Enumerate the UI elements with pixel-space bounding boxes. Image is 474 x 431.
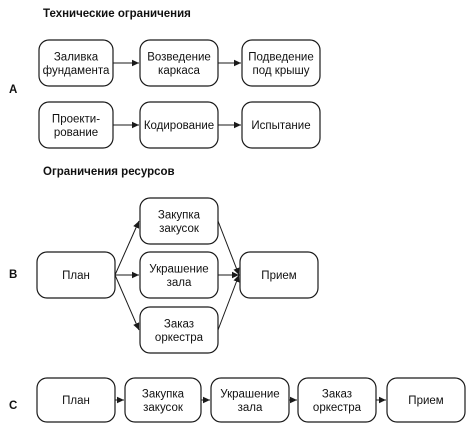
node-c-plan: План (36, 377, 116, 423)
edge-b-orchestra-to-b-reception (217, 274, 240, 331)
section-label-a: A (9, 84, 17, 96)
node-label: План (62, 270, 90, 282)
node-b-decor: Украшение зала (139, 251, 219, 299)
node-label: рование (54, 127, 98, 139)
node-box (139, 101, 219, 149)
node-a-foundation: Заливка фундамента (38, 39, 114, 87)
node-label: оркестра (313, 402, 362, 414)
node-label: Подведение (248, 51, 314, 63)
node-c-decor: Украшение зала (210, 377, 290, 423)
node-label: закусок (159, 223, 200, 235)
edge-b-snacks-to-b-reception (217, 220, 240, 276)
node-label: Прием (408, 395, 443, 407)
edge-b-plan-to-b-orchestra (114, 274, 140, 331)
node-label: каркаса (158, 65, 201, 77)
node-label: Украшение (149, 263, 208, 275)
edges-layer (113, 59, 386, 404)
node-box (38, 101, 114, 149)
section-label-b: B (9, 269, 17, 281)
node-a-design: Проекти-рование (38, 101, 114, 149)
node-a-roof: Подведение под крышу (241, 39, 321, 87)
node-label: Заказ (322, 388, 352, 400)
node-box (139, 306, 219, 354)
node-label: Заливка (54, 51, 99, 63)
node-c-snacks: Закупка закусок (124, 377, 202, 423)
node-label: Заказ (164, 318, 194, 330)
node-label: зала (238, 402, 263, 414)
node-a-testing: Испытание (241, 101, 321, 149)
heading-technical-constraints: Технические ограничения (43, 8, 191, 20)
node-box (386, 377, 466, 423)
node-a-frame: Возведение каркаса (139, 39, 219, 87)
node-label: Украшение (220, 388, 279, 400)
node-b-orchestra: Заказ оркестра (139, 306, 219, 354)
node-box (297, 377, 377, 423)
node-box (139, 251, 219, 299)
node-label: Закупка (158, 209, 201, 221)
node-box (210, 377, 290, 423)
node-label: Испытание (251, 120, 310, 132)
nodes-layer: Заливка фундамента Возведение каркаса Подвед… (36, 39, 466, 423)
node-a-coding: Кодирование (139, 101, 219, 149)
node-label: под крышу (253, 65, 310, 77)
node-box (241, 101, 321, 149)
node-c-orchestra: Заказ оркестра (297, 377, 377, 423)
node-b-reception: Прием (239, 251, 319, 299)
node-box (36, 377, 116, 423)
node-label: Закупка (142, 388, 185, 400)
node-box (36, 251, 116, 299)
node-b-snacks: Закупка закусок (139, 197, 219, 245)
heading-resource-constraints: Ограничения ресурсов (43, 166, 175, 178)
node-b-plan: План (36, 251, 116, 299)
node-label: Возведение (147, 51, 211, 63)
node-c-reception: Прием (386, 377, 466, 423)
node-label: зала (167, 277, 192, 289)
node-box (241, 39, 321, 87)
node-box (124, 377, 202, 423)
node-label: Прием (261, 270, 296, 282)
node-label: План (62, 395, 90, 407)
node-box (139, 39, 219, 87)
node-box (38, 39, 114, 87)
edge-b-plan-to-b-snacks (114, 220, 140, 276)
node-label: закусок (143, 402, 184, 414)
node-label: оркестра (155, 332, 204, 344)
node-label: фундамента (43, 65, 110, 77)
node-label: Проекти- (52, 113, 100, 125)
node-box (239, 251, 319, 299)
node-box (139, 197, 219, 245)
node-label: Кодирование (144, 120, 214, 132)
section-label-c: C (9, 400, 17, 412)
